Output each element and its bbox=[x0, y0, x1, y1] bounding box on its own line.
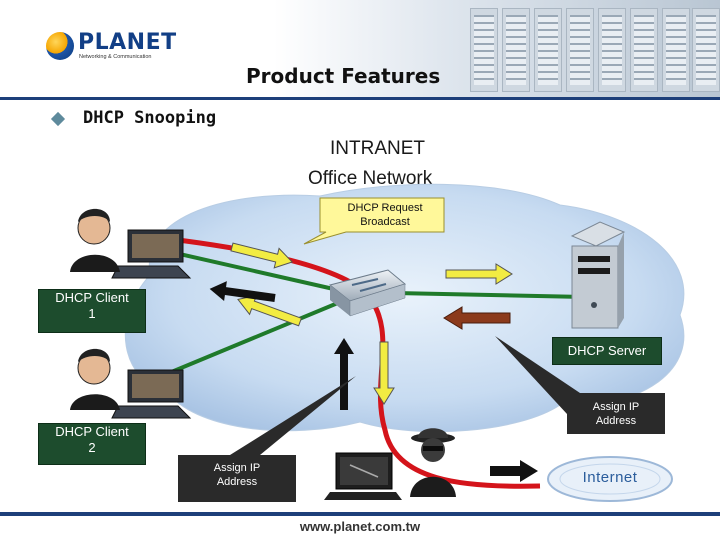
assign-callout-left-label: Assign IP Address bbox=[213, 462, 261, 488]
server-rack-image bbox=[662, 8, 690, 92]
section-heading: DHCP Snooping bbox=[83, 108, 217, 128]
server-rack-image bbox=[534, 8, 562, 92]
office-network-label: Office Network bbox=[308, 168, 433, 189]
server-link bbox=[394, 291, 586, 299]
server-rack-image bbox=[502, 8, 530, 92]
dhcp-client-2-label: DHCP Client 2 bbox=[38, 423, 146, 465]
server-rack-image bbox=[692, 8, 720, 92]
server-rack-image bbox=[598, 8, 626, 92]
footer-divider bbox=[0, 512, 720, 516]
assign-callout-right-shape bbox=[495, 336, 665, 434]
intranet-label: INTRANET bbox=[330, 138, 425, 159]
internet-arrow bbox=[490, 460, 538, 482]
server-rack-image bbox=[630, 8, 658, 92]
server-reply-arrow bbox=[443, 306, 511, 330]
assign-callout-right-label: Assign IP Address bbox=[592, 401, 640, 427]
hacker-icon bbox=[410, 428, 456, 497]
client1-user-icon bbox=[70, 208, 192, 279]
header-band bbox=[0, 0, 720, 98]
broadcast-arrow-rogue bbox=[373, 341, 395, 405]
request-arrow-up bbox=[230, 242, 294, 269]
internet-cloud bbox=[547, 456, 673, 502]
internet-label: Internet bbox=[582, 469, 638, 486]
logo-tagline: Networking & Communication bbox=[79, 54, 152, 60]
footer-url: www.planet.com.tw bbox=[299, 519, 421, 534]
switch-icon bbox=[328, 269, 407, 317]
logo-name: PLANET bbox=[78, 30, 177, 55]
planet-logo: PLANET Networking & Communication bbox=[46, 30, 176, 64]
request-callout-shape bbox=[303, 197, 445, 245]
client2-user-icon bbox=[70, 348, 192, 419]
title-divider bbox=[0, 97, 720, 100]
request-callout-label: DHCP Request Broadcast bbox=[347, 202, 423, 228]
dhcp-server-label: DHCP Server bbox=[552, 337, 662, 365]
assign-callout-left-shape bbox=[178, 376, 356, 502]
dhcp-client-1-label: DHCP Client 1 bbox=[38, 289, 146, 333]
rogue-laptop-icon bbox=[324, 452, 402, 500]
server-rack-image bbox=[566, 8, 594, 92]
server-rack-image bbox=[470, 8, 498, 92]
rogue-uplink-arrow bbox=[334, 338, 354, 410]
slide-title: Product Features bbox=[246, 64, 441, 88]
dhcp-server-icon bbox=[570, 221, 626, 329]
broadcast-arrow-server bbox=[445, 263, 513, 285]
rogue-reply-arrow bbox=[209, 281, 276, 302]
globe-logo-icon bbox=[46, 32, 74, 60]
